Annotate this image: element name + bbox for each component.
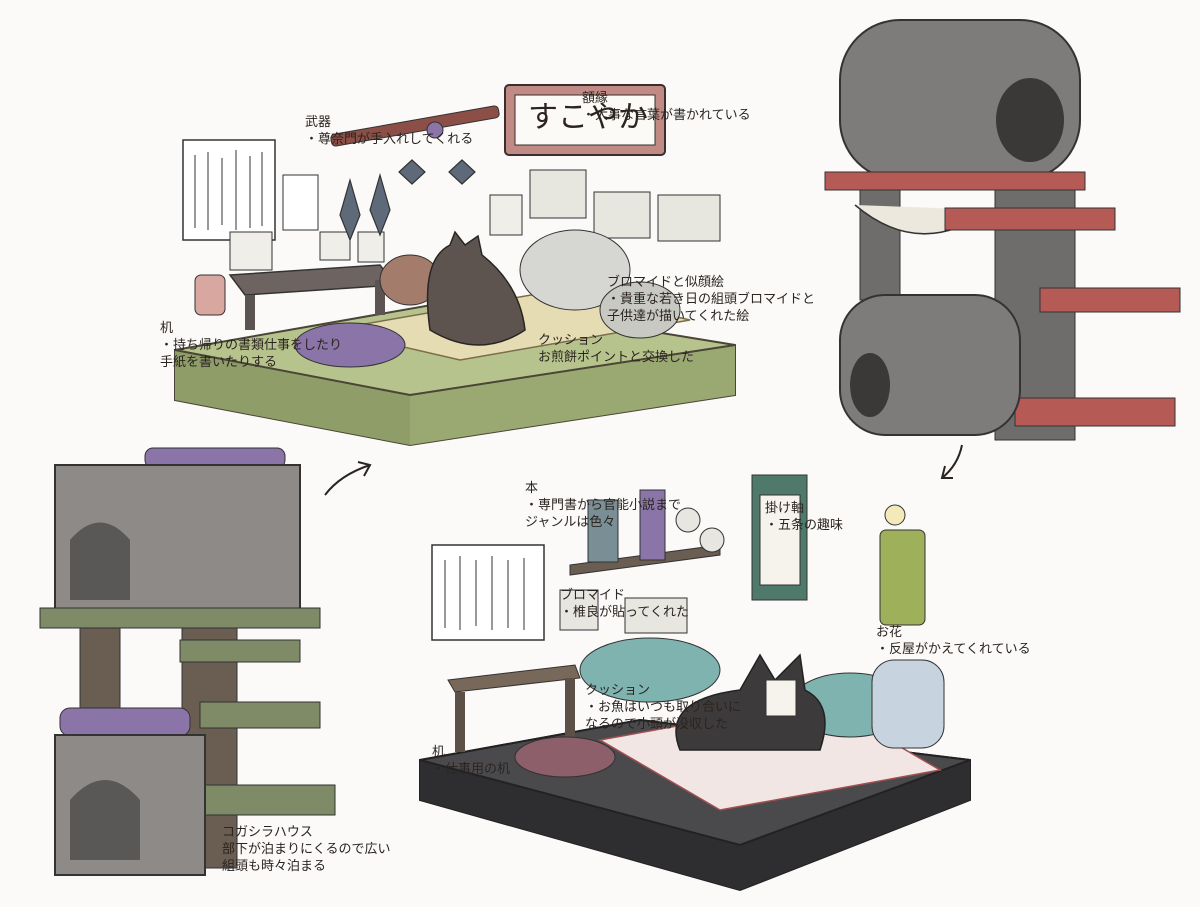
note-flower: お花・反屋がかえてくれている [876, 625, 1031, 657]
olive-cat-tower [39, 447, 336, 876]
gray-cat [426, 230, 526, 346]
flow-arrows [324, 444, 963, 496]
sword [330, 105, 500, 147]
note-desk-1: 机・持ち帰りの書類仕事をしたり 手紙を書いたりする [160, 321, 343, 370]
note-kakejiku: 掛け軸・五条の趣味 [765, 501, 844, 533]
green-room [174, 84, 736, 447]
note-weapon: 武器・尊奈門が手入れしてくれる [305, 115, 474, 147]
note-bromide-2: ブロマイド・椎良が貼ってくれた [560, 588, 689, 620]
note-book: 本・専門書から官能小説まで ジャンルは色々 [525, 481, 682, 530]
letter-frame [182, 139, 276, 241]
gray-cat-tower [824, 19, 1181, 441]
dark-room [419, 474, 971, 892]
note-cushion-2: クッション・お魚はいつも取り合いに なるので小頭が没収した [585, 683, 742, 732]
note-frame: 額縁・大事な言葉が書かれている [582, 91, 751, 123]
note-desk-2: 机・仕事用の机 [432, 745, 511, 777]
calligraphy-text: すこやか [528, 100, 648, 135]
purple-cushion [294, 322, 406, 368]
note-house: コガシラハウス部下が泊まりにくるので広い 組頭も時々泊まる [222, 825, 391, 874]
note-cushion-1: クッションお煎餅ポイントと交換した [538, 333, 695, 365]
note-bromide-1: ブロマイドと似顔絵・貴重な若き日の組頭ブロマイドと 子供達が描いてくれた絵 [607, 275, 816, 324]
